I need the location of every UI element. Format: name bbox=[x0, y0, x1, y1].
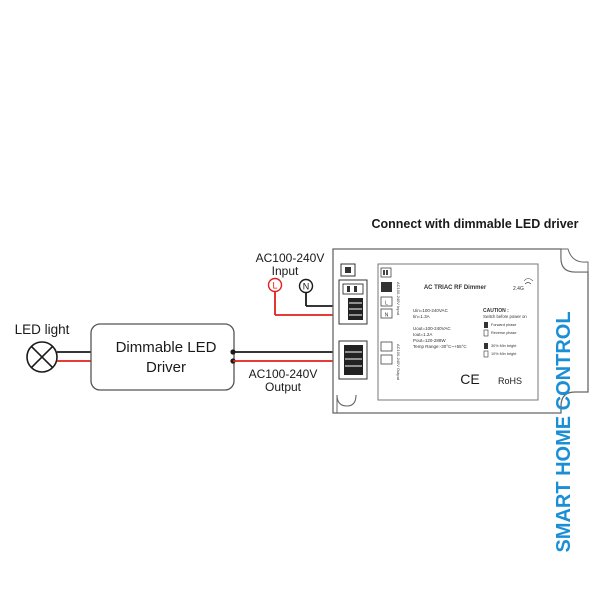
dimmer-spec-iout: Iout=1.2A bbox=[413, 332, 432, 337]
neutral-terminal-label: N bbox=[303, 282, 310, 292]
driver-to-dimmer-wires bbox=[230, 349, 345, 364]
dimmable-led-driver: Dimmable LED Driver bbox=[90, 323, 235, 391]
dimmer-spec-uout: Uout=100-240VAC bbox=[413, 326, 451, 331]
live-terminal-icon: L bbox=[267, 277, 283, 293]
driver-label-line1: Dimmable LED bbox=[116, 339, 217, 356]
triac-rf-dimmer: L N AC100-240V Input AC100-240V Output A… bbox=[332, 248, 589, 414]
panel-terminal-n: N bbox=[385, 313, 389, 319]
ce-mark: CE bbox=[460, 371, 479, 387]
dimmer-title: AC TRIAC RF Dimmer bbox=[424, 285, 487, 291]
output-voltage-label: AC100-240V bbox=[249, 367, 318, 381]
dimmer-spec-temp: Temp Range:-30°C~+55°C bbox=[413, 344, 467, 349]
dimmer-spec-pout: Pout=120-288W bbox=[413, 338, 446, 343]
dimmer-spec-iin: Iin=1.3A bbox=[413, 314, 430, 319]
panel-vertical-input-label: AC100-240V Input bbox=[396, 282, 401, 316]
led-light-icon bbox=[26, 341, 58, 373]
rohs-mark: RoHS bbox=[498, 376, 522, 386]
caution-reverse-phase: Reverse phase bbox=[491, 331, 517, 335]
input-label: Input bbox=[272, 264, 299, 278]
rf-signal-icon bbox=[523, 278, 534, 285]
caution-forward-phase: Forward phase bbox=[491, 323, 516, 327]
diagram-heading: Connect with dimmable LED driver bbox=[372, 217, 579, 231]
dimmer-spec-uin: Uin=100-240VAC bbox=[413, 308, 449, 313]
led-light-label: LED light bbox=[15, 322, 70, 337]
dimmer-rf-label: 2.4G bbox=[513, 286, 524, 292]
panel-terminal-l: L bbox=[385, 301, 388, 307]
live-terminal-label: L bbox=[272, 281, 277, 291]
caution-text: Switch before power on bbox=[483, 314, 527, 319]
input-voltage-label: AC100-240V bbox=[256, 251, 325, 265]
driver-label-line2: Driver bbox=[146, 359, 186, 376]
caution-min10: 10% Min bright bbox=[491, 352, 517, 356]
caution-min30: 30% Min bright bbox=[491, 344, 517, 348]
panel-vertical-output-label: AC100-240V Output bbox=[396, 344, 401, 381]
brand-vertical-text: SMART HOME CONTROL bbox=[553, 311, 575, 552]
output-label: Output bbox=[265, 380, 302, 394]
neutral-terminal-icon: N bbox=[298, 278, 314, 294]
caution-title: CAUTION : bbox=[483, 308, 509, 314]
